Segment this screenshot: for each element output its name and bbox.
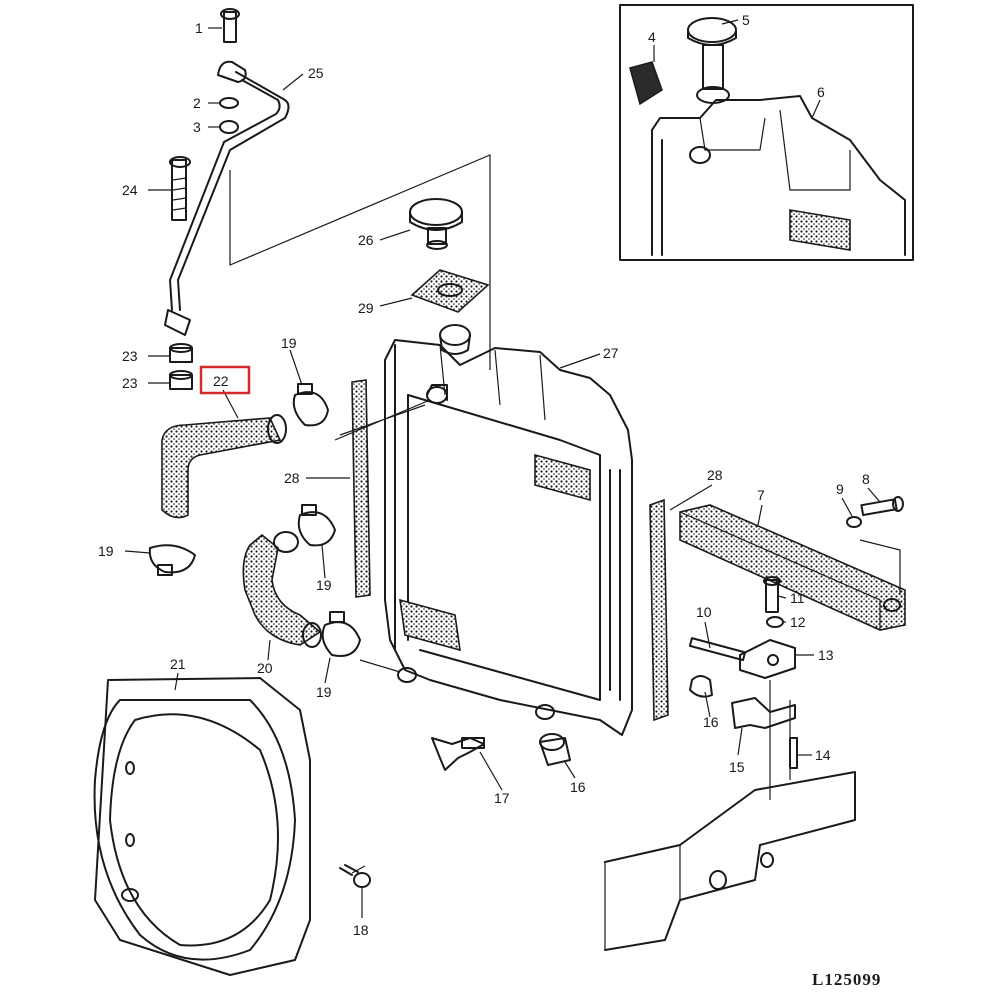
callout-labels: 1 2 3 4 5 6 7 8 9 10 11 12 13 14 15 16 1… — [98, 12, 870, 938]
callout-20: 20 — [257, 660, 273, 676]
callout-12: 12 — [790, 614, 806, 630]
callout-16b: 16 — [570, 779, 586, 795]
callout-7: 7 — [757, 487, 765, 503]
callout-27: 27 — [603, 345, 619, 361]
callout-14: 14 — [815, 747, 831, 763]
callout-24: 24 — [122, 182, 138, 198]
frame-rail — [604, 680, 856, 951]
callout-18: 18 — [353, 922, 369, 938]
callout-15: 15 — [729, 759, 745, 775]
callout-4: 4 — [648, 29, 656, 45]
callout-6: 6 — [817, 84, 825, 100]
callout-10: 10 — [696, 604, 712, 620]
callout-22: 22 — [213, 373, 229, 389]
callout-26: 26 — [358, 232, 374, 248]
lower-radiator-hose — [242, 504, 361, 657]
reference-code: L125099 — [812, 970, 881, 989]
callout-23a: 23 — [122, 348, 138, 364]
reference-lines — [229, 154, 491, 370]
callout-2: 2 — [193, 95, 201, 111]
callout-19a: 19 — [281, 335, 297, 351]
callout-5: 5 — [742, 12, 750, 28]
foam-strips — [351, 379, 669, 722]
overflow-pipe-assembly — [164, 8, 290, 390]
callout-25: 25 — [308, 65, 324, 81]
fan-shroud — [93, 677, 371, 976]
inset-detail — [619, 4, 914, 261]
callout-9: 9 — [836, 481, 844, 497]
callout-19d: 19 — [316, 684, 332, 700]
callout-3: 3 — [193, 119, 201, 135]
callout-23b: 23 — [122, 375, 138, 391]
upper-bracket — [679, 496, 906, 631]
callout-13: 13 — [818, 647, 834, 663]
callout-19b: 19 — [98, 543, 114, 559]
leader-lines — [124, 19, 881, 918]
callout-17: 17 — [494, 790, 510, 806]
upper-radiator-hose — [148, 383, 329, 576]
highlight-box-callout-22 — [199, 365, 251, 395]
radiator-cap-and-pad — [409, 198, 490, 313]
callout-28b: 28 — [707, 467, 723, 483]
radiator — [334, 324, 633, 736]
callout-29: 29 — [358, 300, 374, 316]
callout-16a: 16 — [703, 714, 719, 730]
callout-19c: 19 — [316, 577, 332, 593]
callout-28a: 28 — [284, 470, 300, 486]
callout-1: 1 — [195, 20, 203, 36]
callout-21: 21 — [170, 656, 186, 672]
drain-valve-parts — [431, 733, 571, 771]
callout-11: 11 — [790, 590, 805, 606]
callout-8: 8 — [862, 471, 870, 487]
